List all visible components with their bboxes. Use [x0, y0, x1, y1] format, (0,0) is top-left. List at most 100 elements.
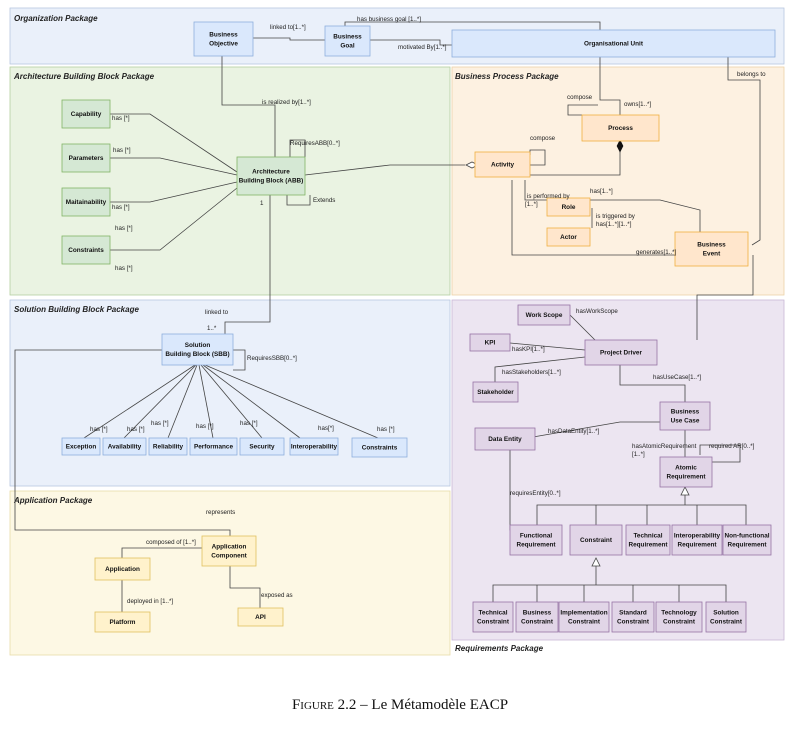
node-box	[474, 427, 536, 451]
eacp-metamodel-diagram: Organization Package Architecture Buildi…	[9, 7, 785, 656]
edge-label-has-capability: has [*]	[112, 115, 130, 122]
edge-label-has-performance: has [*]	[196, 423, 214, 430]
node-box	[655, 601, 703, 633]
edge-label-linked-to-goal: linked to[1..*]	[270, 24, 306, 31]
edge-sbb-interoperability	[202, 364, 301, 439]
node-label: Constraint	[710, 619, 743, 626]
node-box	[472, 601, 514, 633]
node-label: Business	[209, 32, 238, 39]
node-label: Building Block (SBB)	[165, 351, 229, 358]
edge-label-exposed-as: exposed as	[261, 592, 293, 599]
edge-sbb-exception	[83, 364, 196, 439]
node-label: Activity	[491, 162, 515, 169]
node-label: Performance	[194, 444, 234, 451]
node-label: Requirement	[628, 542, 668, 549]
node-box	[722, 524, 772, 556]
edge-label-requires-entity: requiresEntity[0..*]	[510, 490, 561, 497]
node-organisational-unit: Organisational Unit	[451, 29, 776, 58]
node-box	[324, 25, 371, 57]
node-label: Component	[211, 553, 247, 560]
edge-process-compose	[567, 104, 598, 116]
node-box	[61, 143, 111, 173]
node-box	[148, 437, 188, 456]
edge-label-has-atomic-requirement-mult: [1..*]	[632, 451, 645, 458]
edge-label-has-exception: has [*]	[90, 426, 108, 433]
node-label: Atomic	[675, 465, 697, 472]
node-kpi: KPI	[469, 333, 511, 352]
edge-label-has-parameters: has [*]	[113, 147, 131, 154]
edge-label-is-performed-by-mult: [1..*]	[525, 201, 538, 208]
node-label: Interoperability	[674, 533, 721, 540]
node-label: Actor	[560, 234, 577, 241]
edge-abb-parameters	[110, 157, 238, 176]
node-exception: Exception	[61, 437, 101, 456]
node-box	[61, 235, 111, 265]
edge-sbb-appcomp	[14, 349, 231, 540]
generalization-arrow-atomic	[680, 486, 690, 496]
node-security: Security	[239, 437, 285, 456]
edge-objective-goal	[253, 37, 325, 41]
edge-appcomp-application	[121, 547, 202, 560]
edge-label-composed-of: composed of [1..*]	[146, 539, 196, 546]
edge-driver-kpi	[509, 342, 586, 351]
edge-label-deployed-in: deployed in [1..*]	[127, 598, 173, 605]
node-box	[472, 381, 519, 403]
node-label: Reliability	[153, 444, 184, 451]
node-actor: Actor	[546, 227, 591, 247]
node-label: Technical	[633, 533, 662, 540]
node-box	[611, 601, 655, 633]
node-label: API	[255, 614, 266, 621]
edge-activity-event	[511, 180, 675, 256]
node-box	[569, 524, 623, 556]
edge-label-has-constraints-sbb: has [*]	[377, 426, 395, 433]
node-box	[509, 524, 563, 556]
node-process: Process	[581, 114, 660, 142]
node-box	[517, 304, 571, 326]
node-constraints-sbb: Constraints	[351, 437, 408, 458]
node-box	[61, 437, 101, 456]
node-label: Business	[697, 242, 726, 249]
node-label: Interoperability	[291, 444, 338, 451]
node-label: Stakeholder	[477, 389, 514, 396]
node-data-entity: Data Entity	[474, 427, 536, 451]
node-label: Use Case	[671, 418, 700, 425]
node-parameters: Parameters	[61, 143, 111, 173]
edge-abb-constraints	[110, 187, 238, 251]
node-label: Constraint	[663, 619, 696, 626]
node-box	[61, 187, 111, 217]
node-label: Requirement	[677, 542, 717, 549]
node-label: Organisational Unit	[584, 41, 644, 48]
edge-atomic-required	[699, 444, 741, 463]
node-box	[469, 333, 511, 352]
node-label: Business	[671, 409, 700, 416]
node-label: Objective	[209, 41, 238, 48]
node-box	[193, 21, 254, 57]
node-label: Constraint	[580, 537, 613, 544]
edge-sbb-availability	[123, 364, 197, 439]
node-box	[705, 601, 747, 633]
edge-label-has-security: has [*]	[240, 420, 258, 427]
node-label: Event	[703, 251, 721, 258]
edge-label-motivated-by: motivated By[1..*]	[398, 44, 447, 51]
node-box	[94, 557, 151, 581]
node-label: Business	[333, 34, 362, 41]
node-label: Work Scope	[526, 312, 563, 319]
edge-abb-sbb	[224, 195, 271, 335]
edge-label-has-kpi: hasKPI[1..*]	[512, 346, 545, 353]
edge-label-has-interoperability: has[*]	[318, 425, 334, 432]
edge-goal-orgunit	[370, 39, 452, 46]
edge-label-extends: Extends	[313, 197, 335, 204]
edge-label-has-constraints-b: has [*]	[115, 265, 133, 272]
